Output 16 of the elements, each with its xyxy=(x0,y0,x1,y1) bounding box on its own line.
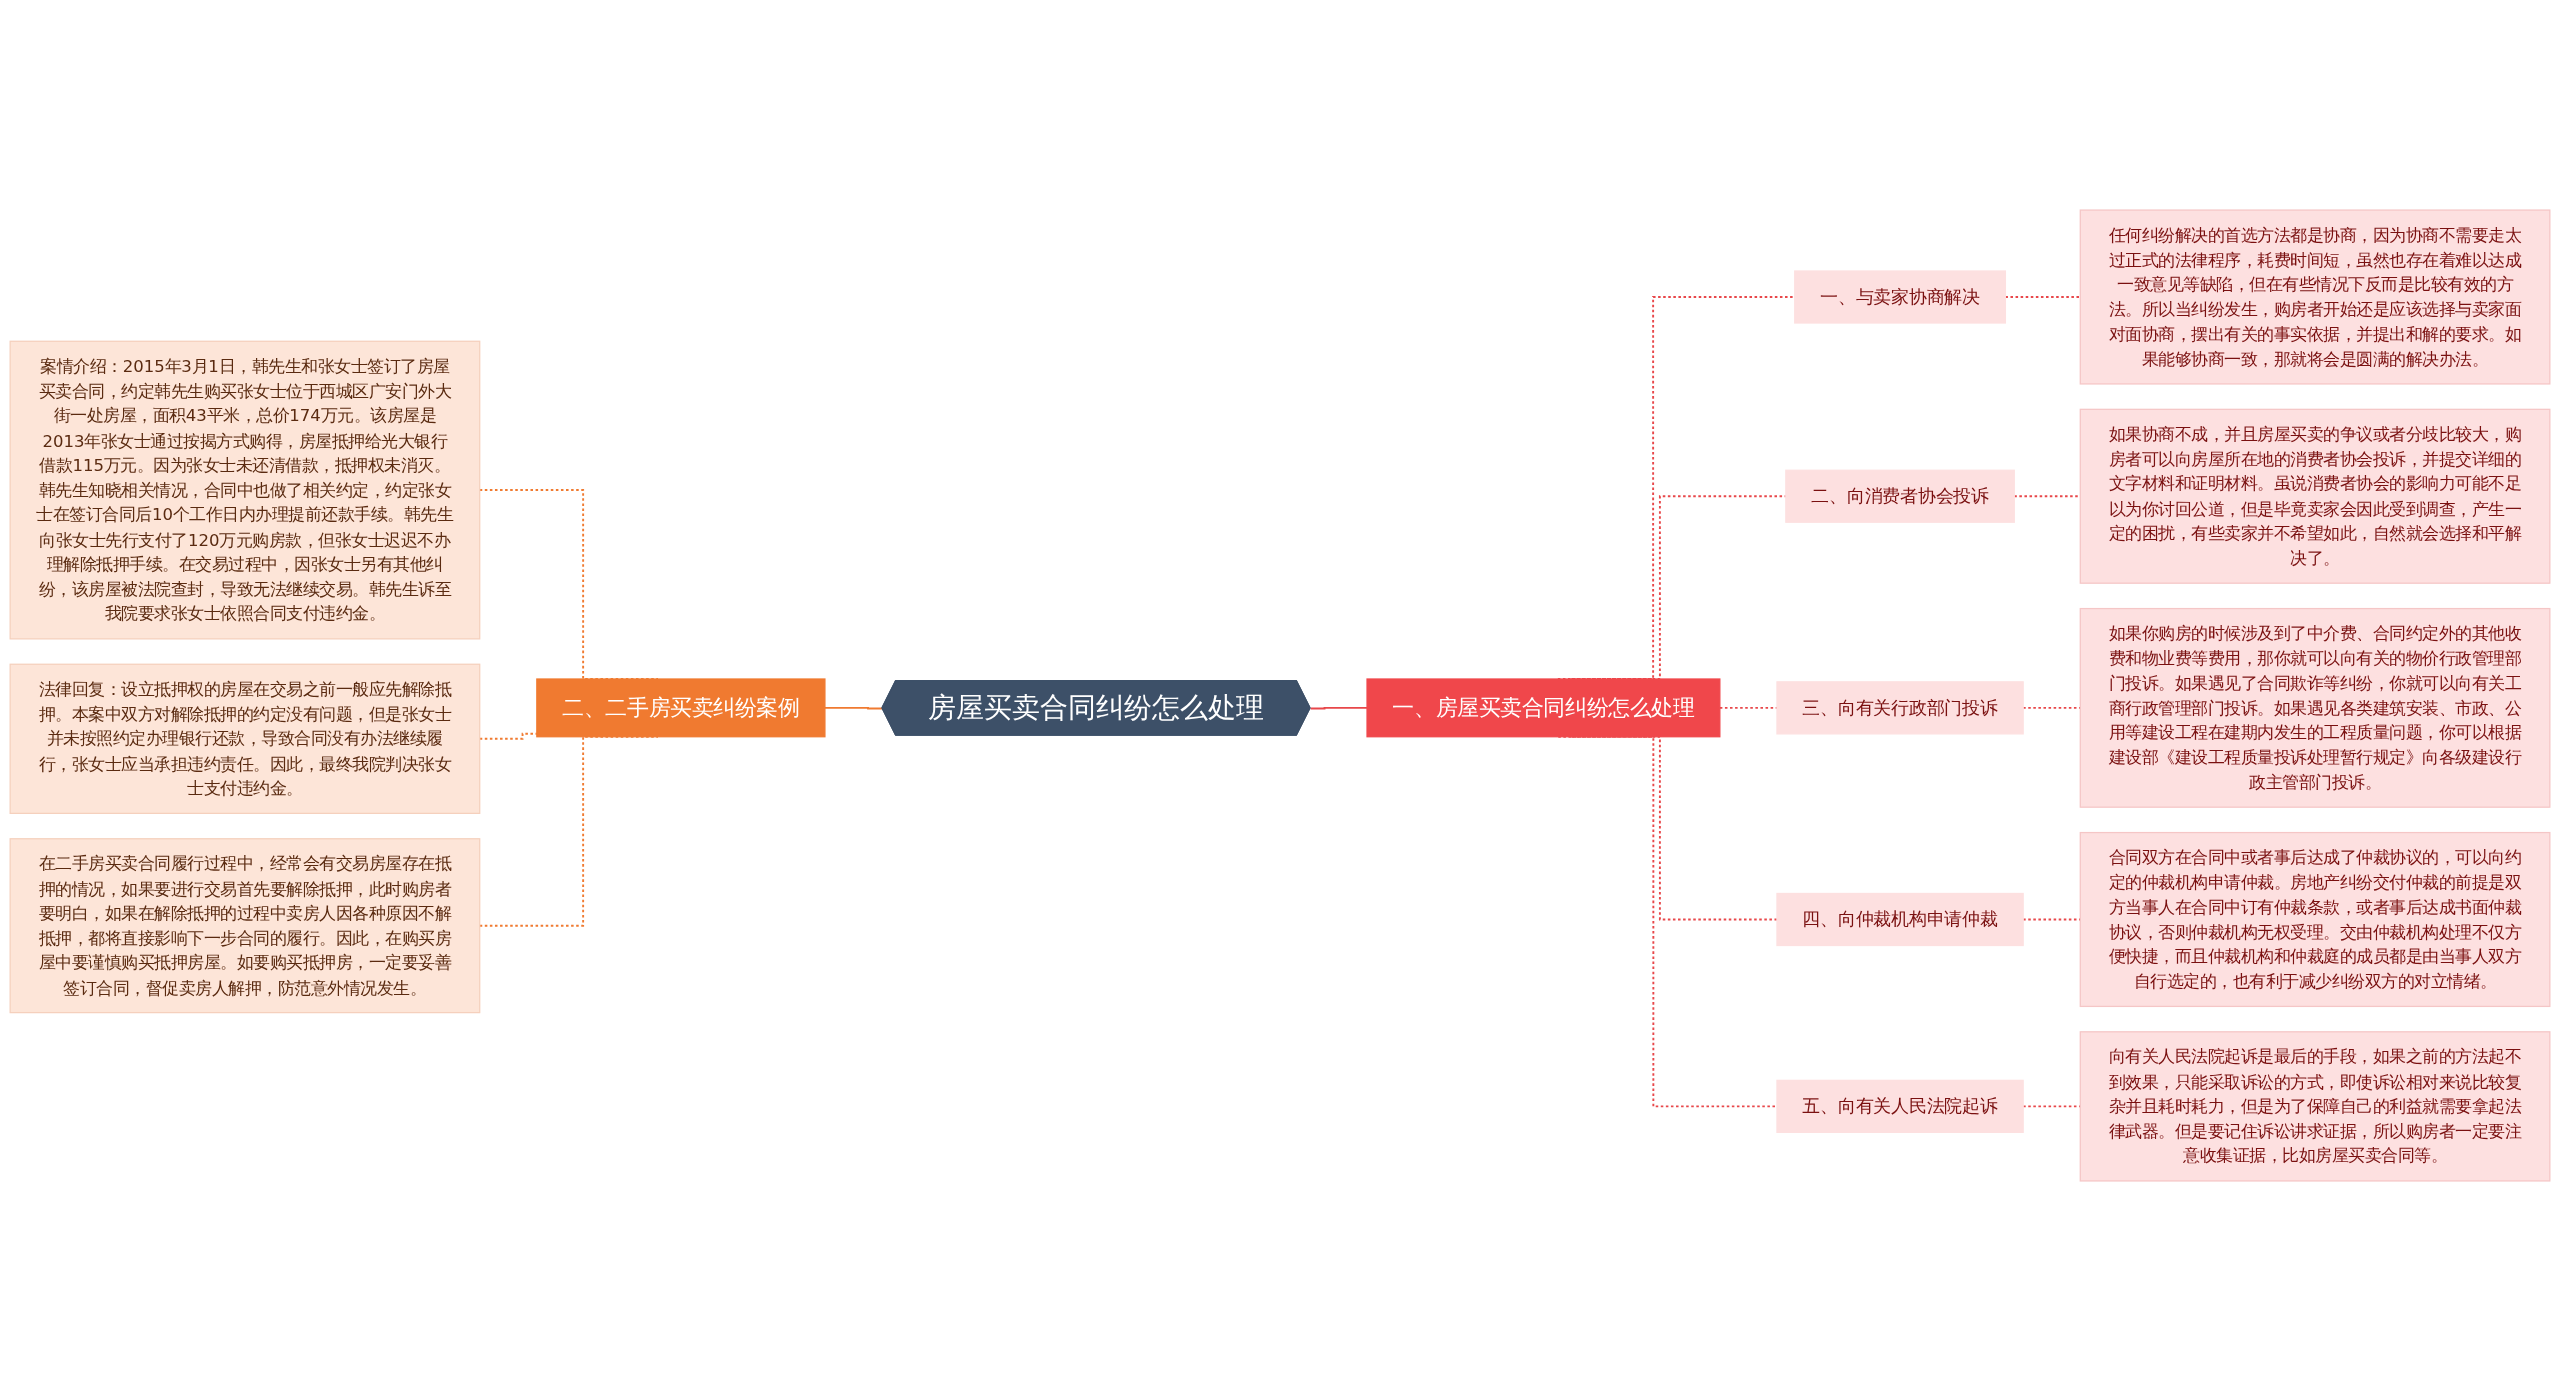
node-box: 二、二手房买卖纠纷案例 xyxy=(536,678,826,738)
node-box: 一、与卖家协商解决 xyxy=(1794,270,2007,324)
node-box: 法律回复：设立抵押权的房屋在交易之前一般应先解除抵押。本案中双方对解除抵押的约定没有问题，但是张女士并未按照约定办理银行还款，导致合同没有办法继续履行，张女士应当承担违约责任。因此，最终我院判决张女士支付违约金。 xyxy=(9,663,481,814)
node-box: 合同双方在合同中或者事后达成了仲裁协议的，可以向约定的仲裁机构申请仲裁。房地产纠纷交付仲裁的前提是双方当事人在合同中订有仲裁条款，或者事后达成书面仲裁协议，否则仲裁机构无权受理。交由仲裁机构处理不仅方便快捷，而且仲裁机构和仲裁庭的成员都是由当事人双方自行选定的，也有利于减少纠纷双方的对立情绪。 xyxy=(2079,831,2551,1008)
node-box: 五、向有关人民法院起诉 xyxy=(1776,1079,2024,1134)
node-box: 在二手房买卖合同履行过程中，经常会有交易房屋存在抵押的情况，如果要进行交易首先要解除抵押，此时购房者要明白，如果在解除抵押的过程中卖房人因各种原因不解抵押，都将直接影响下一步合同的履行。因此，在购买房屋中要谨慎购买抵押房屋。如要购买抵押房，一定要妥善签订合同，督促卖房人解押，防范意外情况发生。 xyxy=(9,838,481,1014)
node-box: 四、向仲裁机构申请仲裁 xyxy=(1776,892,2024,947)
connector xyxy=(1309,706,1368,710)
node-box: 三、向有关行政部门投诉 xyxy=(1776,681,2024,735)
node-box: 向有关人民法院起诉是最后的手段，如果之前的方法起不到效果，只能采取诉讼的方式，即使诉讼相对来说比较复杂并且耗时耗力，但是为了保障自己的利益就需要拿起法律武器。但是要记住诉讼讲求证据，所以购房者一定要注意收集证据，比如房屋买卖合同等。 xyxy=(2079,1031,2551,1182)
node-box: 一、房屋买卖合同纠纷怎么处理 xyxy=(1366,678,1721,738)
node-box: 案情介绍：2015年3月1日，韩先生和张女士签订了房屋买卖合同，约定韩先生购买张女士位于西城区广安门外大街一处房屋，面积43平米，总价174万元。该房屋是2013年张女士通过按揭方式购得，房屋抵押给光大银行借款115万元。因为张女士未还清借款，抵押权未消灭。韩先生知晓相关情况，合同中也做了相关约定，约定张女士在签订合同后10个工作日内办理提前还款手续。韩先生向张女士先行支付了120万元购房款，但张女士迟迟不办理解除抵押手续。在交易过程中，因张女士另有其他纠纷，该房屋被法院查封，导致无法继续交易。韩先生诉至我院要求张女士依照合同支付违约金。 xyxy=(9,340,481,640)
node-box: 如果协商不成，并且房屋买卖的争议或者分歧比较大，购房者可以向房屋所在地的消费者协会投诉，并提交详细的文字材料和证明材料。虽说消费者协会的影响力可能不足以为你讨回公道，但是毕竟卖家会因此受到调查，产生一定的困扰，有些卖家并不希望如此，自然就会选择和平解决了。 xyxy=(2079,408,2551,584)
node-box: 任何纠纷解决的首选方法都是协商，因为协商不需要走太过正式的法律程序，耗费时间短，虽然也存在着难以达成一致意见等缺陷，但在有些情况下反而是比较有效的方法。所以当纠纷发生，购房者开始还是应该选择与卖家面对面协商，摆出有关的事实依据，并提出和解的要求。如果能够协商一致，那就将会是圆满的解决办法。 xyxy=(2079,209,2551,385)
node-box: 如果你购房的时候涉及到了中介费、合同约定外的其他收费和物业费等费用，那你就可以向有关的物价行政管理部门投诉。如果遇见了合同欺诈等纠纷，你就可以向有关工商行政管理部门投诉。如果遇见各类建筑安装、市政、公用等建设工程在建期内发生的工程质量问题，你可以根据建设部《建设工程质量投诉处理暂行规定》向各级建设行政主管部门投诉。 xyxy=(2079,607,2551,808)
node-box: 二、向消费者协会投诉 xyxy=(1785,469,2015,523)
